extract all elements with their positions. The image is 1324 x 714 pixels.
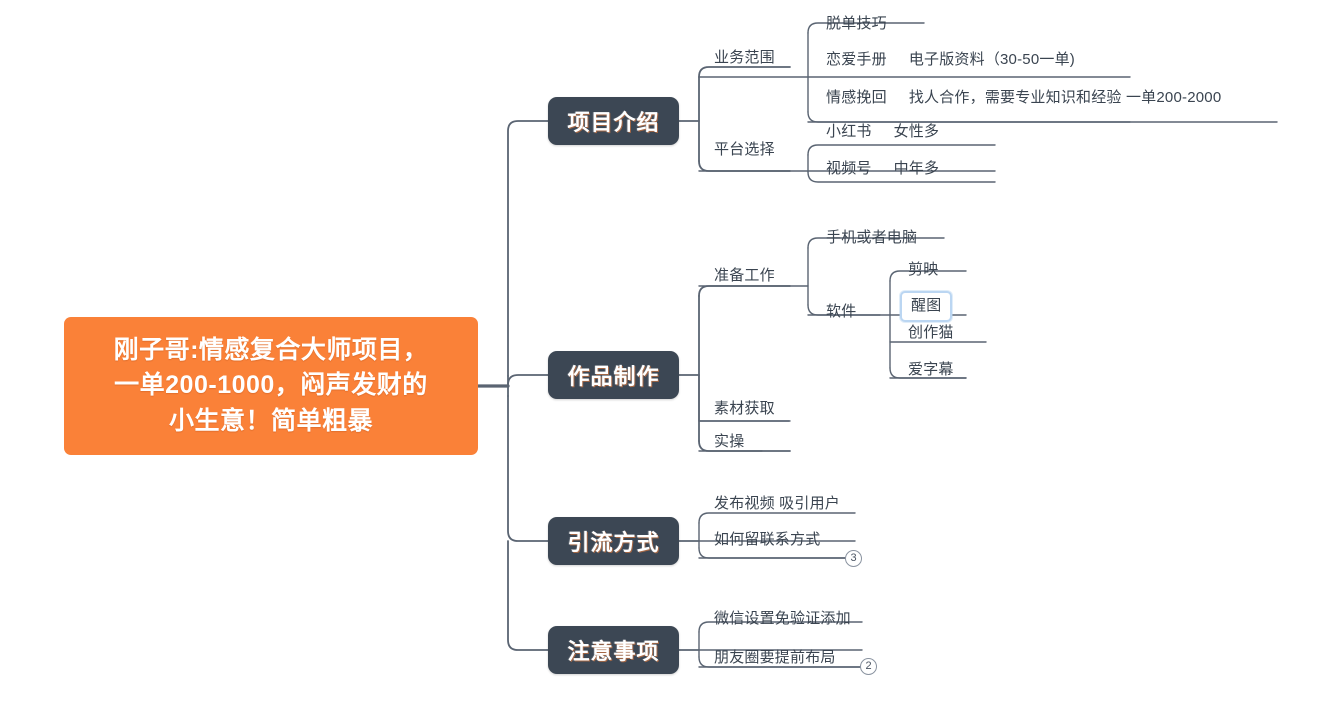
collapsed-count-value: 2 [865,660,872,672]
leaf-platform-choice[interactable]: 平台选择 [714,140,775,160]
leaf-detail: 女性多 [893,123,940,140]
leaf-label: 准备工作 [714,267,775,284]
leaf-detail: 找人合作，需要专业知识和经验 一单200-2000 [908,89,1222,106]
leaf-preparation[interactable]: 准备工作 [714,266,775,286]
branch-node-content-production[interactable]: 作品制作 [548,351,679,399]
leaf-detail: 中年多 [893,160,940,177]
leaf-label: 业务范围 [714,49,775,66]
leaf-video-account[interactable]: 视频号 中年多 [826,159,939,179]
leaf-label: 情感挽回 [826,89,887,106]
leaf-label: 素材获取 [714,400,775,417]
leaf-label: 软件 [826,303,857,320]
leaf-moments-layout-ahead[interactable]: 朋友圈要提前布局 [714,648,836,668]
collapsed-count-badge-notes[interactable]: 2 [860,658,877,675]
leaf-label: 微信设置免验证添加 [714,610,851,627]
leaf-love-handbook[interactable]: 恋爱手册 电子版资料（30-50一单) [826,50,1075,70]
leaf-business-scope[interactable]: 业务范围 [714,48,775,68]
branch-node-label: 引流方式 [567,530,660,555]
leaf-label: 实操 [714,433,745,450]
leaf-practice[interactable]: 实操 [714,432,744,452]
root-node[interactable]: 刚子哥:情感复合大师项目， 一单200-1000，闷声发财的 小生意！简单粗暴 [64,317,478,455]
leaf-phone-or-computer[interactable]: 手机或者电脑 [826,228,917,248]
leaf-xiaohongshu[interactable]: 小红书 女性多 [826,122,939,142]
leaf-jianying[interactable]: 剪映 [908,260,938,280]
branch-node-project-intro[interactable]: 项目介绍 [548,97,679,145]
branch-node-label: 作品制作 [567,364,660,389]
leaf-xingtu-selected[interactable]: 醒图 [900,291,953,322]
leaf-label: 平台选择 [714,141,775,158]
branch-node-notes[interactable]: 注意事项 [548,626,679,674]
leaf-label: 视频号 [826,160,872,177]
leaf-emotional-recovery[interactable]: 情感挽回 找人合作，需要专业知识和经验 一单200-2000 [826,88,1221,108]
leaf-chuangzuomao[interactable]: 创作猫 [908,323,954,343]
leaf-label: 创作猫 [908,324,954,341]
leaf-label: 恋爱手册 [826,51,887,68]
branch-node-traffic-method[interactable]: 引流方式 [548,517,679,565]
leaf-label: 发布视频 吸引用户 [714,495,840,512]
branch-node-label: 注意事项 [567,639,660,664]
collapsed-count-value: 3 [850,552,857,564]
leaf-label: 醒图 [911,297,942,314]
leaf-label: 朋友圈要提前布局 [714,649,836,666]
leaf-label: 爱字幕 [908,361,954,378]
leaf-single-tips[interactable]: 脱单技巧 [826,14,887,34]
branch-node-label: 项目介绍 [567,110,660,135]
collapsed-count-badge-traffic[interactable]: 3 [845,550,862,567]
leaf-label: 手机或者电脑 [826,229,918,246]
leaf-label: 剪映 [908,261,939,278]
leaf-aizimu[interactable]: 爱字幕 [908,360,954,380]
leaf-label: 如何留联系方式 [714,531,821,548]
leaf-publish-video-attract-users[interactable]: 发布视频 吸引用户 [714,494,840,514]
leaf-label: 脱单技巧 [826,15,887,32]
leaf-wechat-no-verify-add[interactable]: 微信设置免验证添加 [714,609,851,629]
leaf-software[interactable]: 软件 [826,302,856,322]
leaf-how-to-leave-contact[interactable]: 如何留联系方式 [714,530,820,550]
leaf-material-acquisition[interactable]: 素材获取 [714,399,775,419]
root-node-label: 刚子哥:情感复合大师项目， 一单200-1000，闷声发财的 小生意！简单粗暴 [113,335,429,435]
leaf-label: 小红书 [826,123,872,140]
leaf-detail: 电子版资料（30-50一单) [908,51,1075,68]
